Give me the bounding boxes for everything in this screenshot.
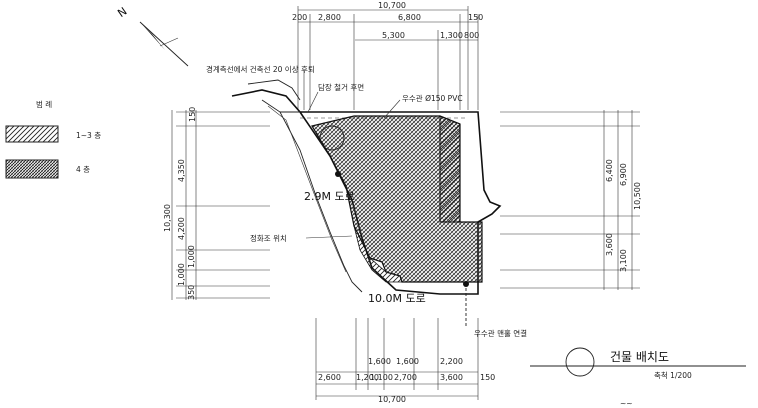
dim-top-800: 800	[464, 31, 479, 40]
left-dimensions: 10,300 150 4,350 4,200 1,000 1,000 350	[163, 107, 270, 300]
legend-label-1-3: 1~3 층	[76, 131, 101, 140]
note-drain-pipe: 우수관 Ø150 PVC	[402, 93, 463, 103]
note-boundary-setback: 경계측선에서 건축선 20 이상 후퇴	[206, 64, 315, 74]
legend-swatch-4	[5, 159, 59, 179]
dim-bottom-1600a: 1,600	[368, 357, 391, 366]
dim-right-6900: 6,900	[619, 163, 628, 186]
dim-bottom-1100: 1,100	[370, 373, 393, 382]
annotations: 경계측선에서 건축선 20 이상 후퇴 담장 철거 후면 우수관 Ø150 PV…	[206, 64, 527, 338]
footer-mark: ~~	[620, 399, 633, 408]
drawing-title: 건물 배치도	[610, 350, 669, 364]
site-boundary	[231, 79, 502, 328]
dim-right-3600: 3,600	[605, 233, 614, 256]
dim-right-3100: 3,100	[619, 249, 628, 272]
legend-swatch-1-3	[5, 125, 59, 143]
north-arrow: N	[115, 5, 189, 67]
label-road-left: 2.9M 도로	[304, 190, 355, 203]
dim-top-overall: 10,700	[378, 1, 406, 10]
north-label: N	[115, 5, 129, 20]
north-arrow-head-icon	[140, 22, 165, 50]
legend-title: 범 례	[36, 99, 52, 109]
dim-left-overall: 10,300	[163, 204, 172, 232]
dim-bottom-overall: 10,700	[378, 395, 406, 404]
building-floors-1-3-step	[353, 225, 403, 283]
dim-bottom-3600: 3,600	[440, 373, 463, 382]
dim-bottom-2700: 2,700	[394, 373, 417, 382]
dim-top-1300: 1,300	[440, 31, 463, 40]
building-floors-1-3	[439, 115, 461, 223]
note-wall: 담장 철거 후면	[318, 82, 364, 92]
dim-top-5300: 5,300	[382, 31, 405, 40]
dim-top-6800: 6,800	[398, 13, 421, 22]
drawing-scale: 축척 1/200	[654, 371, 692, 380]
label-road-bottom: 10.0M 도로	[368, 292, 426, 305]
bottom-dimensions: 1,600 1,600 2,200 2,600 1,200 1,100 2,70…	[315, 318, 495, 404]
note-septic-tank: 정화조 위치	[250, 233, 287, 243]
dim-bottom-1600b: 1,600	[396, 357, 419, 366]
dim-bottom-2600: 2,600	[318, 373, 341, 382]
building-footprint	[311, 115, 483, 283]
legend: 범 례 1~3 층 4 층	[5, 99, 101, 179]
dim-top-150: 150	[468, 13, 483, 22]
dim-bottom-1200: 1,200	[356, 373, 379, 382]
title-block: 건물 배치도 축척 1/200 ~~	[530, 347, 746, 408]
dim-left-4350: 4,350	[177, 159, 186, 182]
top-dimensions: 10,700 200 2,800 6,800 150 5,300 1,300 8…	[292, 1, 483, 110]
legend-label-4: 4 층	[76, 165, 90, 174]
dim-bottom-150: 150	[480, 373, 495, 382]
dim-left-1000a: 1,000	[187, 245, 196, 268]
dim-top-2800: 2,800	[318, 13, 341, 22]
dim-right-overall: 10,500	[633, 182, 642, 210]
note-sewer-manhole: 우수관 맨홀 연결	[474, 328, 527, 338]
title-circle-icon	[565, 347, 595, 377]
dim-left-1000b: 1,000	[177, 263, 186, 286]
dim-bottom-2200: 2,200	[440, 357, 463, 366]
dim-left-350: 350	[187, 285, 196, 300]
dim-left-150: 150	[188, 107, 197, 122]
dim-top-200: 200	[292, 13, 307, 22]
right-dimensions: 10,500 6,900 3,100 6,400 3,600	[500, 110, 642, 290]
dim-left-4200: 4,200	[177, 217, 186, 240]
dim-right-6400: 6,400	[605, 159, 614, 182]
